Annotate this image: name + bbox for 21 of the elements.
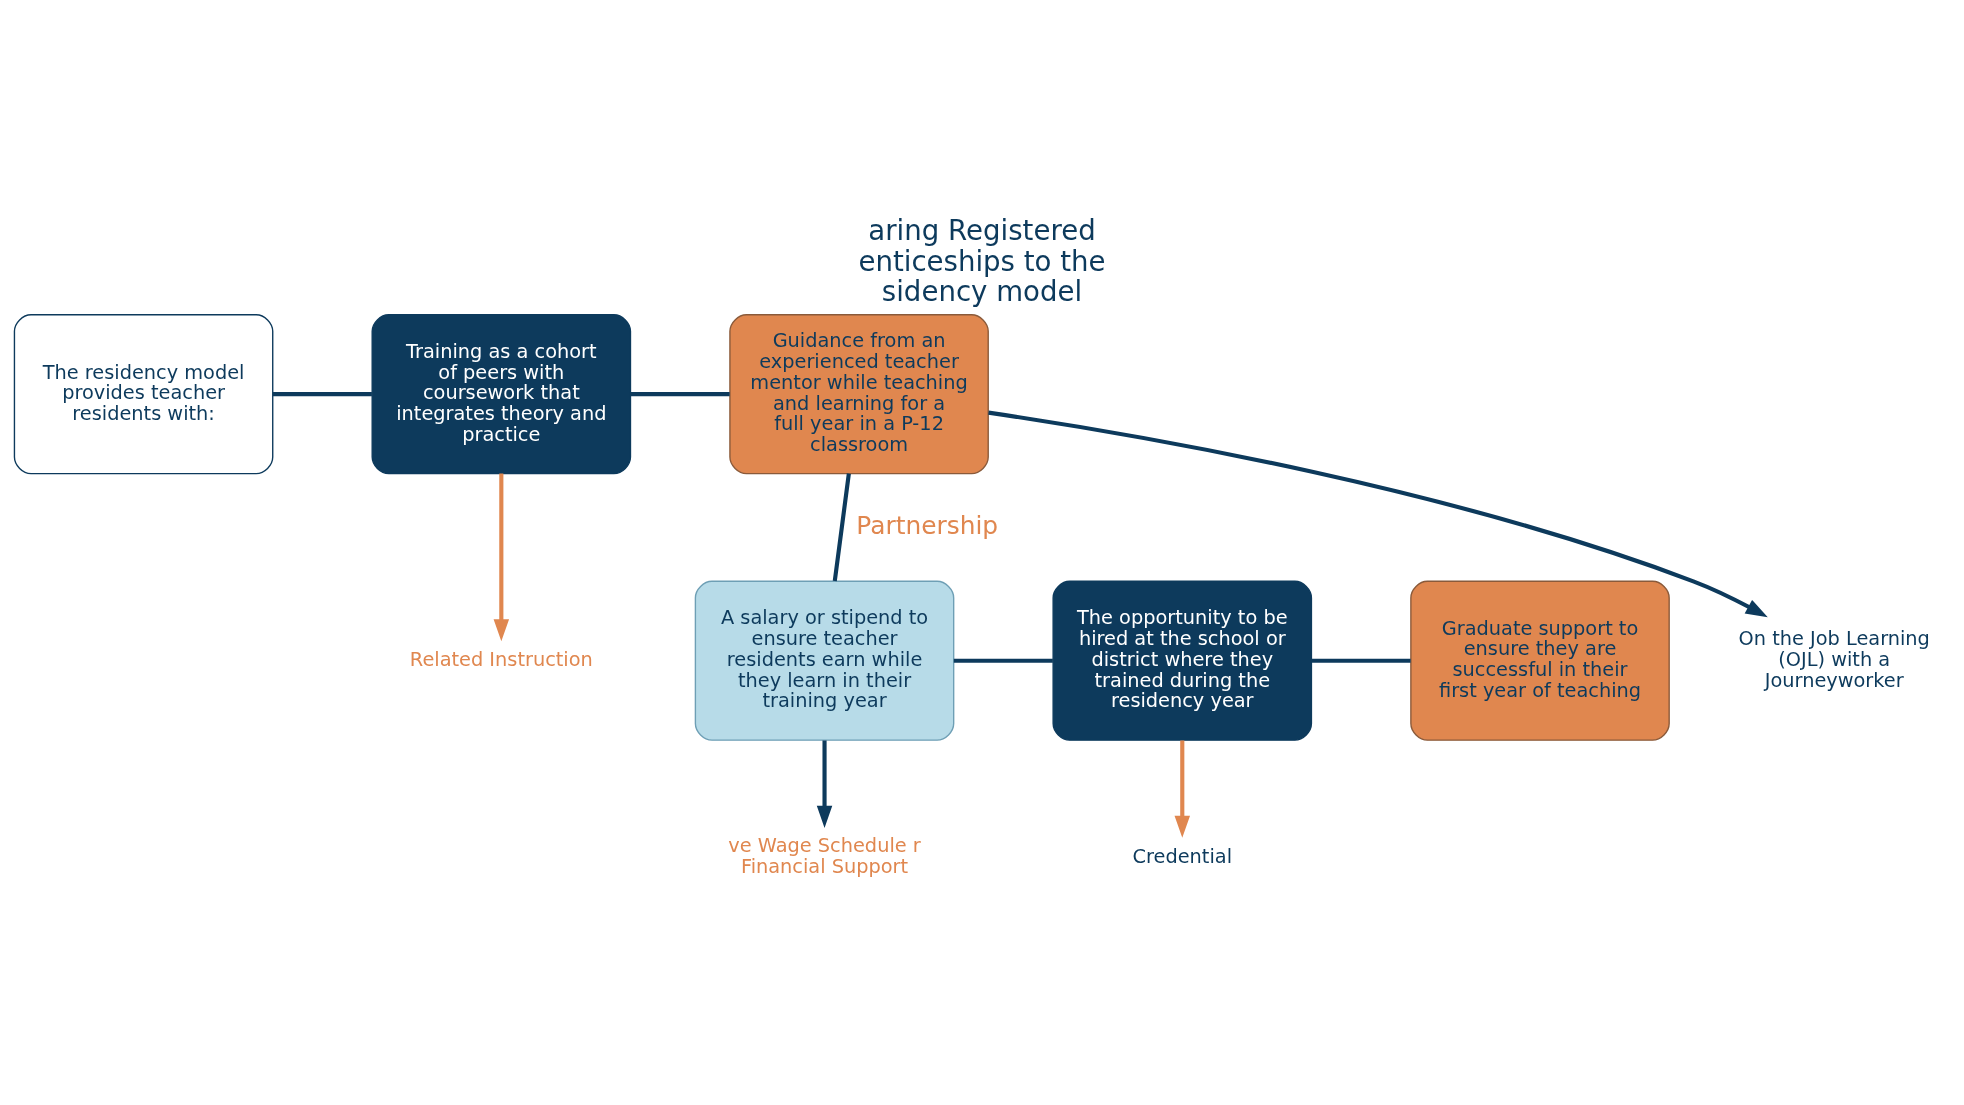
arrow (1174, 740, 1191, 838)
node-box: The opportunity to be hired at the school or district where they trained during the residency year (1052, 580, 1313, 741)
node-text: Related Instruction (409, 647, 593, 671)
edge-label: Partnership (856, 510, 999, 540)
node-text: On the Job Learning (OJL) with a Journeyworker (1738, 626, 1930, 692)
arrow (816, 740, 833, 828)
node-text: Credential (1132, 844, 1233, 868)
node-box: Graduate support to ensure they are successful in their first year of teaching (1410, 580, 1670, 741)
node-box: Training as a cohort of peers with coursework that integrates theory and practice (371, 313, 632, 474)
connector (832, 472, 851, 581)
arrow (988, 410, 1768, 617)
connector (953, 658, 1053, 663)
node-text: ve Wage Schedule r Financial Support (728, 833, 921, 878)
connector (272, 391, 372, 396)
arrow (493, 473, 510, 641)
node-box: Guidance from an experienced teacher mentor while teaching and learning for a full year in a P-12 classroom (729, 313, 989, 474)
node-box: A salary or stipend to ensure teacher residents earn while they learn in their training year (694, 580, 955, 741)
connector (1311, 658, 1411, 663)
connector (630, 391, 730, 396)
diagram-title: aring Registered enticeships to the sidency model (858, 213, 1106, 308)
node-box: The residency model provides teacher residents with: (13, 313, 274, 474)
